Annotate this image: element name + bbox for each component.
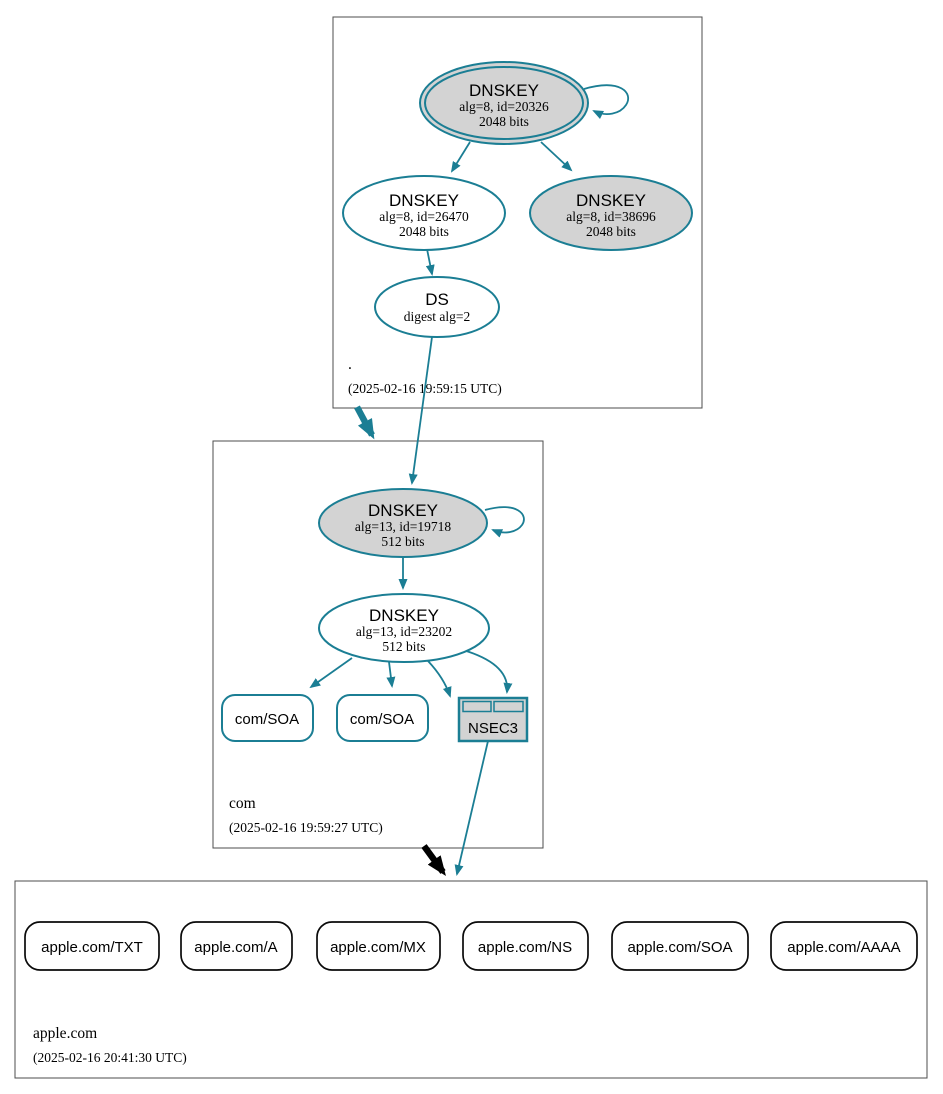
node-dnskey-20326[interactable]: DNSKEY alg=8, id=20326 2048 bits	[419, 61, 589, 145]
edge-ds-to-com-ksk	[408, 336, 433, 485]
node-apple-com-txt-label: apple.com/TXT	[41, 939, 143, 956]
node-apple-com-soa[interactable]: apple.com/SOA	[611, 921, 749, 971]
node-com-soa-1-label: com/SOA	[235, 711, 299, 728]
self-sign-loop-com-ksk	[484, 506, 525, 538]
node-nsec3-cell-left	[462, 700, 492, 713]
edge-ksk20326-to-zsk26470	[450, 141, 471, 173]
node-com-soa-1-rect	[221, 694, 314, 742]
node-dnskey-19718-title: DNSKEY	[368, 501, 438, 520]
node-com-soa-2-rect	[336, 694, 429, 742]
node-ds-com-title: DS	[425, 290, 449, 309]
node-dnskey-26470-bits: 2048 bits	[399, 224, 449, 239]
node-dnskey-20326-outer-ellipse	[419, 61, 589, 145]
node-apple-com-soa-rect	[611, 921, 749, 971]
edge-nsec3-to-apple-com	[454, 740, 489, 876]
node-dnskey-38696-alg: alg=8, id=38696	[566, 209, 656, 224]
node-dnskey-38696-ellipse	[529, 175, 693, 251]
zone-label-com: com	[229, 795, 256, 812]
node-apple-com-txt-rect	[24, 921, 160, 971]
node-apple-com-aaaa-label: apple.com/AAAA	[787, 939, 900, 956]
node-dnskey-20326-bits: 2048 bits	[479, 114, 529, 129]
node-apple-com-ns-rect	[462, 921, 589, 971]
node-dnskey-26470-title: DNSKEY	[389, 191, 459, 210]
node-apple-com-txt[interactable]: apple.com/TXT	[24, 921, 160, 971]
node-apple-com-a-label: apple.com/A	[194, 939, 277, 956]
node-ds-com-ellipse	[374, 276, 500, 338]
node-dnskey-38696[interactable]: DNSKEY alg=8, id=38696 2048 bits	[529, 175, 693, 251]
node-dnskey-23202-title: DNSKEY	[369, 606, 439, 625]
node-apple-com-a-rect	[180, 921, 293, 971]
edge-com-zsk-to-soa1	[309, 657, 353, 689]
node-dnskey-20326-alg: alg=8, id=20326	[459, 99, 549, 114]
node-com-soa-2-label: com/SOA	[350, 711, 414, 728]
node-apple-com-aaaa[interactable]: apple.com/AAAA	[770, 921, 918, 971]
node-dnskey-19718-alg: alg=13, id=19718	[355, 519, 451, 534]
node-nsec3-cell-right	[493, 700, 524, 713]
node-dnskey-38696-bits: 2048 bits	[586, 224, 636, 239]
zone-label-apple-com: apple.com	[33, 1025, 97, 1042]
zone-label-root: .	[348, 356, 352, 373]
node-dnskey-19718[interactable]: DNSKEY alg=13, id=19718 512 bits	[318, 488, 488, 558]
node-dnskey-20326-inner-ellipse	[424, 66, 584, 140]
node-dnskey-38696-title: DNSKEY	[576, 191, 646, 210]
node-apple-com-ns-label: apple.com/NS	[478, 939, 572, 956]
edge-com-zsk-to-nsec3-top	[462, 649, 513, 694]
node-dnskey-23202-bits: 512 bits	[382, 639, 425, 654]
node-apple-com-mx-rect	[316, 921, 441, 971]
edge-com-zsk-to-nsec3-left	[427, 660, 452, 698]
node-apple-com-soa-label: apple.com/SOA	[627, 939, 732, 956]
node-dnskey-26470-alg: alg=8, id=26470	[379, 209, 469, 224]
node-dnskey-19718-ellipse	[318, 488, 488, 558]
zone-timestamp-apple-com: (2025-02-16 20:41:30 UTC)	[33, 1050, 187, 1065]
node-dnskey-20326-title: DNSKEY	[469, 81, 539, 100]
node-dnskey-23202[interactable]: DNSKEY alg=13, id=23202 512 bits	[318, 593, 490, 663]
delegation-arrow-root-to-com	[354, 405, 375, 440]
edge-ksk20326-to-key38696	[540, 141, 573, 172]
node-dnskey-26470-ellipse	[342, 175, 506, 251]
zone-box-apple-com	[14, 880, 928, 1079]
zone-timestamp-com: (2025-02-16 19:59:27 UTC)	[229, 820, 383, 835]
node-dnskey-23202-alg: alg=13, id=23202	[356, 624, 452, 639]
node-apple-com-a[interactable]: apple.com/A	[180, 921, 293, 971]
node-com-soa-2[interactable]: com/SOA	[336, 694, 429, 742]
node-dnskey-26470[interactable]: DNSKEY alg=8, id=26470 2048 bits	[342, 175, 506, 251]
edge-zsk26470-to-ds	[425, 248, 435, 276]
edge-com-zsk-to-soa2	[386, 661, 396, 688]
node-com-soa-1[interactable]: com/SOA	[221, 694, 314, 742]
node-apple-com-mx[interactable]: apple.com/MX	[316, 921, 441, 971]
node-apple-com-mx-label: apple.com/MX	[330, 939, 426, 956]
delegation-arrow-com-to-apple-com	[421, 844, 446, 877]
node-ds-com-digest: digest alg=2	[404, 309, 470, 324]
node-nsec3[interactable]: NSEC3	[457, 696, 529, 743]
node-apple-com-aaaa-rect	[770, 921, 918, 971]
node-nsec3-label: NSEC3	[468, 720, 518, 737]
self-sign-loop-ksk20326	[583, 84, 629, 120]
node-ds-com[interactable]: DS digest alg=2	[374, 276, 500, 338]
node-dnskey-23202-ellipse	[318, 593, 490, 663]
node-apple-com-ns[interactable]: apple.com/NS	[462, 921, 589, 971]
node-dnskey-19718-bits: 512 bits	[381, 534, 424, 549]
